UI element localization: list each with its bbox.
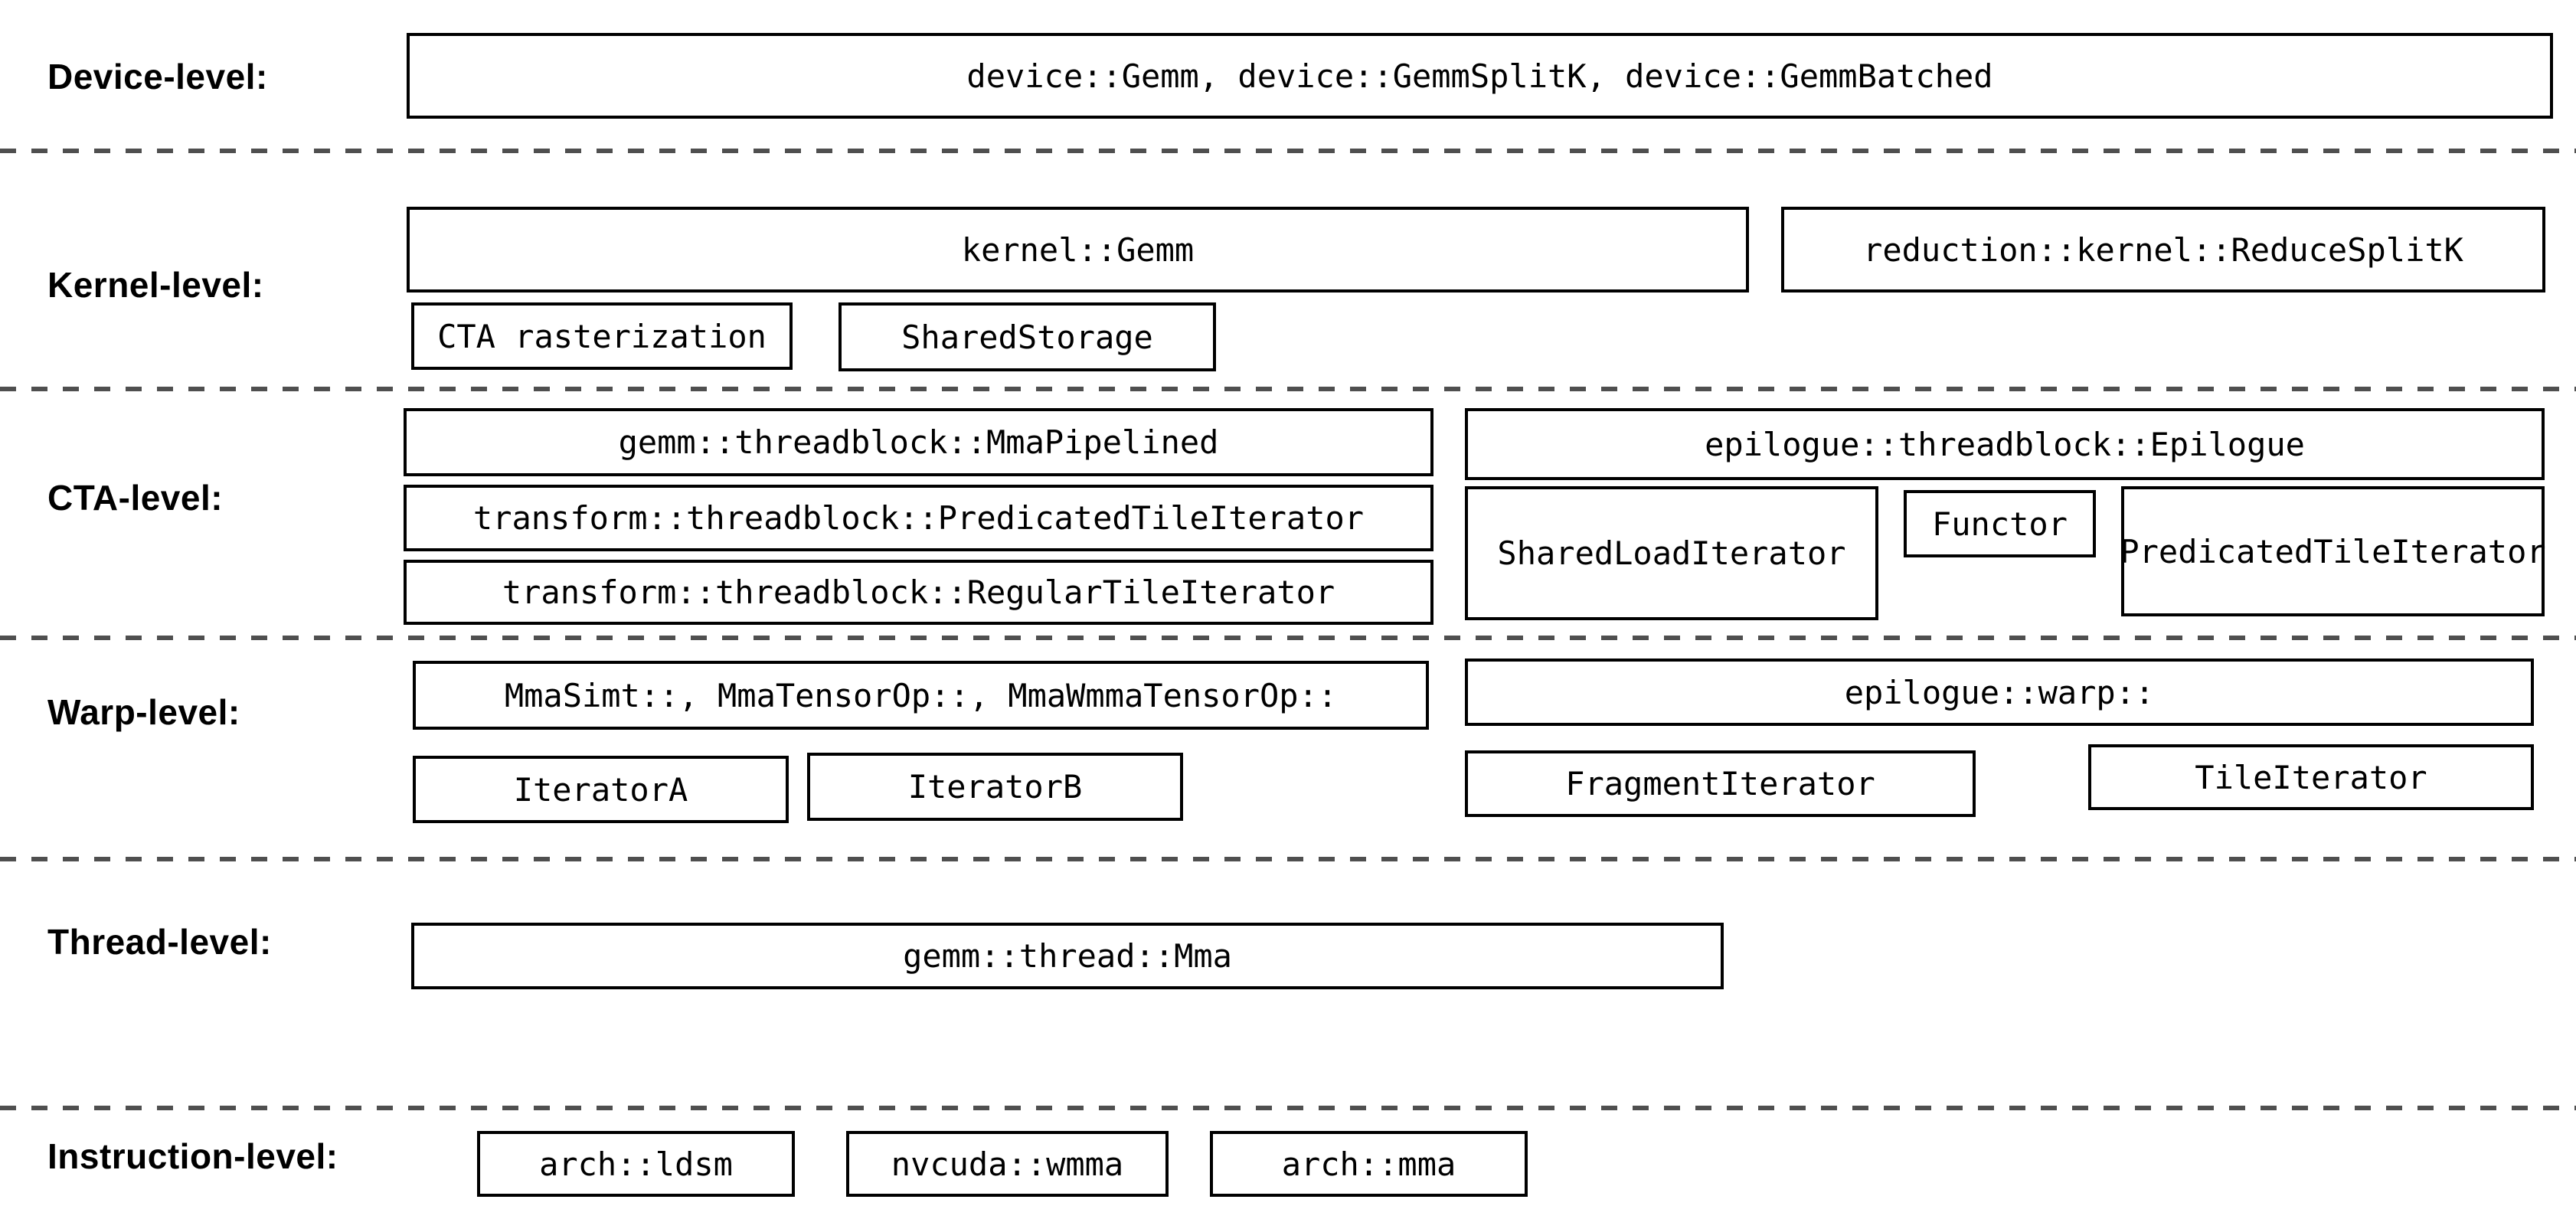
box-transform-threadblock-predicated-tile-iterator: transform::threadblock::PredicatedTileIt… [404, 485, 1433, 551]
box-epilogue-warp: epilogue::warp:: [1465, 659, 2534, 726]
box-fragment-iterator: FragmentIterator [1465, 750, 1976, 817]
cta-level-label: CTA-level: [47, 478, 224, 518]
box-iterator-b: IteratorB [807, 753, 1183, 821]
thread-level-label: Thread-level: [47, 922, 272, 962]
box-arch-ldsm: arch::ldsm [477, 1131, 795, 1197]
box-cta-rasterization: CTA rasterization [411, 302, 793, 370]
dashed-divider-kernel-cta [0, 387, 2576, 391]
device-level-label: Device-level: [47, 57, 268, 96]
box-nvcuda-wmma: nvcuda::wmma [846, 1131, 1169, 1197]
kernel-level-label: Kernel-level: [47, 265, 264, 305]
box-iterator-a: IteratorA [413, 756, 789, 823]
dashed-divider-warp-thread [0, 857, 2576, 861]
instruction-level-label: Instruction-level: [47, 1136, 338, 1176]
box-arch-mma: arch::mma [1210, 1131, 1528, 1197]
warp-level-label: Warp-level: [47, 692, 240, 732]
box-gemm-thread-mma: gemm::thread::Mma [411, 923, 1724, 989]
box-gemm-threadblock-mma-pipelined: gemm::threadblock::MmaPipelined [404, 408, 1433, 476]
dashed-divider-thread-instruction [0, 1106, 2576, 1110]
box-shared-storage: SharedStorage [839, 302, 1216, 371]
box-transform-threadblock-regular-tile-iterator: transform::threadblock::RegularTileItera… [404, 560, 1433, 625]
box-tile-iterator: TileIterator [2088, 744, 2534, 810]
box-functor: Functor [1904, 490, 2096, 557]
box-warp-mma-variants: MmaSimt::, MmaTensorOp::, MmaWmmaTensorO… [413, 661, 1429, 730]
dashed-divider-cta-warp [0, 636, 2576, 640]
box-reduction-kernel-reduce-splitk: reduction::kernel::ReduceSplitK [1781, 207, 2545, 292]
box-epilogue-threadblock-epilogue: epilogue::threadblock::Epilogue [1465, 408, 2545, 480]
box-shared-load-iterator: SharedLoadIterator [1465, 486, 1878, 620]
box-kernel-gemm: kernel::Gemm [407, 207, 1749, 292]
box-device-gemm: device::Gemm, device::GemmSplitK, device… [407, 33, 2553, 119]
dashed-divider-device-kernel [0, 149, 2576, 153]
box-predicated-tile-iterator: PredicatedTileIterator [2120, 486, 2546, 616]
